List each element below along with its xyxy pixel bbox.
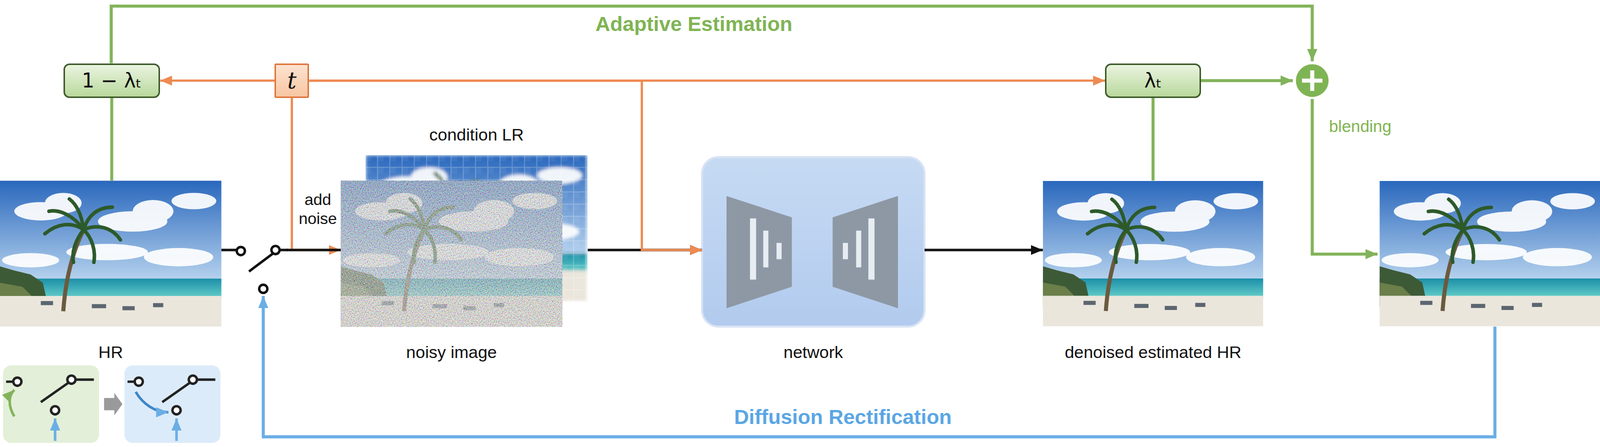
figure-part <box>856 230 861 267</box>
connector <box>924 249 1043 252</box>
connector <box>309 80 702 250</box>
figure-part <box>6 375 94 415</box>
node-text: λₜ <box>1144 69 1162 92</box>
figure-part <box>1295 63 1330 98</box>
figure-part <box>341 180 563 327</box>
weight-box: λₜ <box>1105 63 1201 98</box>
estimated-image <box>1043 181 1264 327</box>
rectification-wire <box>263 296 1495 437</box>
figure-part <box>51 406 59 414</box>
figure-part <box>271 246 280 254</box>
figure-part <box>843 243 848 260</box>
figure-part <box>127 375 216 415</box>
node-text: denoised estimated HR <box>1064 342 1241 362</box>
sum-symbol <box>1295 63 1330 98</box>
switch-legend <box>3 365 221 443</box>
connector <box>292 98 341 250</box>
figure-part <box>341 180 563 327</box>
edge-label: add noise <box>297 190 339 228</box>
node-text: noisy image <box>406 342 497 362</box>
figure-part <box>750 218 875 280</box>
connector <box>1151 98 1155 181</box>
section-title: Adaptive Estimation <box>595 12 793 36</box>
node-text: condition LR <box>429 124 524 145</box>
figure-part <box>832 196 898 309</box>
node-text: t <box>287 67 297 94</box>
timestep-box: t <box>274 63 309 98</box>
node-text: 1 − λₜ <box>82 69 142 92</box>
figure-part <box>236 247 245 255</box>
output-image <box>1379 181 1600 327</box>
figure-part <box>54 418 57 441</box>
node-text: network <box>783 342 843 362</box>
figure-part <box>726 196 792 309</box>
connector <box>160 79 275 82</box>
figure-part <box>172 406 181 414</box>
blend-wire <box>1201 79 1293 82</box>
figure-part <box>13 377 22 386</box>
connector <box>110 98 114 181</box>
figure-part <box>189 375 197 384</box>
figure-part <box>776 243 782 260</box>
figure-part <box>1302 70 1323 91</box>
figure-part <box>3 365 99 443</box>
network-node: network <box>702 157 925 362</box>
figure-part <box>135 392 168 413</box>
network-icon <box>702 157 925 327</box>
hr-image <box>0 180 222 327</box>
estimation-wire <box>111 6 1312 63</box>
image-node: noisy image <box>341 180 563 362</box>
figure-part <box>341 180 563 327</box>
figure-part <box>868 218 875 280</box>
figure-part <box>227 241 287 262</box>
image-node: HR <box>0 180 222 362</box>
figure-part <box>175 418 178 441</box>
weight-box: 1 − λₜ <box>63 63 161 98</box>
figure-part <box>750 218 756 280</box>
node-text: HR <box>98 342 123 362</box>
image-node: denoised estimated HR <box>1043 180 1264 362</box>
figure-part <box>67 375 76 384</box>
figure-part <box>227 246 288 293</box>
figure-part <box>124 365 221 443</box>
noisy-image <box>341 180 563 327</box>
figure-part <box>134 377 143 386</box>
figure-part <box>763 230 769 267</box>
figure-part <box>259 284 267 293</box>
section-title: Diffusion Rectification <box>734 405 952 429</box>
operation-label: blending <box>1329 117 1392 136</box>
figure-part <box>702 157 925 327</box>
figure-part <box>104 393 123 416</box>
figure-part <box>9 390 14 417</box>
image-node: condition LR <box>365 124 588 301</box>
